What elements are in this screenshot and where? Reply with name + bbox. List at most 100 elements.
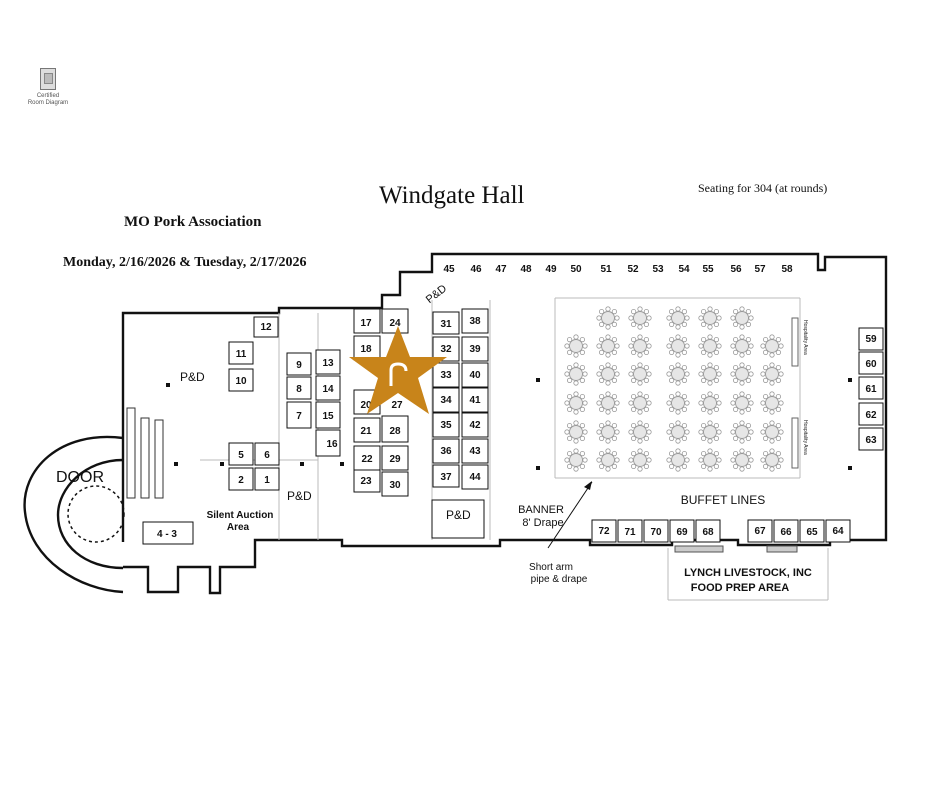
certified-diagram-icon (40, 68, 56, 90)
booth-41: 41 (469, 395, 481, 406)
booth-53: 53 (652, 264, 664, 275)
round-table (564, 362, 588, 386)
booth-67: 67 (754, 526, 766, 537)
booth-60: 60 (865, 359, 877, 370)
booth-71: 71 (624, 527, 636, 538)
round-table (596, 448, 620, 472)
booth-54: 54 (678, 264, 690, 275)
booth-36: 36 (440, 446, 452, 457)
pipe-drape-label: pipe & drape (531, 574, 588, 585)
booth-11: 11 (236, 349, 247, 360)
hall-walls (23, 252, 888, 595)
silent-auction-label: Silent Auction (207, 510, 274, 521)
partitions (200, 297, 829, 601)
booth-49: 49 (545, 264, 557, 275)
booth-1: 1 (264, 475, 270, 486)
booth-32: 32 (440, 344, 452, 355)
booth-10: 10 (235, 376, 247, 387)
booth-70: 70 (650, 527, 662, 538)
booth-boxes (142, 308, 884, 545)
round-table (730, 391, 754, 415)
booth-37: 37 (440, 472, 452, 483)
booth-61: 61 (865, 384, 877, 395)
door-rotunda (67, 485, 125, 543)
certified-label: Certified (36, 93, 60, 99)
food-prep-counters (674, 545, 798, 553)
round-table (730, 448, 754, 472)
round-table (730, 362, 754, 386)
support-columns (166, 378, 852, 470)
round-table (596, 334, 620, 358)
pd-label-west: P&D (180, 370, 205, 384)
round-table (698, 334, 722, 358)
seating-capacity: Seating for 304 (at rounds) (698, 181, 828, 195)
round-table (698, 306, 722, 330)
round-table (564, 391, 588, 415)
round-table (628, 334, 652, 358)
booth-2: 2 (238, 475, 244, 486)
banner-label: BANNER (518, 504, 564, 516)
booth-33: 33 (440, 370, 452, 381)
booth-65: 65 (806, 527, 818, 538)
booth-31: 31 (440, 319, 452, 330)
booth-21: 21 (360, 426, 372, 437)
booth-58: 58 (781, 264, 793, 275)
round-table (730, 306, 754, 330)
booth-35: 35 (440, 420, 452, 431)
silent-auction-tables (126, 407, 164, 499)
booth-45: 45 (443, 264, 455, 275)
round-table (666, 420, 690, 444)
booth-63: 63 (865, 435, 877, 446)
round-table (596, 420, 620, 444)
booth-14: 14 (322, 384, 334, 395)
round-table (628, 448, 652, 472)
round-tables (564, 306, 784, 472)
booth-34: 34 (440, 395, 452, 406)
booth-30: 30 (389, 480, 401, 491)
booth-38: 38 (469, 316, 481, 327)
star-symbol (389, 362, 408, 386)
booth-28: 28 (389, 426, 401, 437)
round-table (666, 362, 690, 386)
booth-57: 57 (754, 264, 766, 275)
booth-23: 23 (360, 476, 372, 487)
organization-name: MO Pork Association (124, 214, 262, 230)
booth-55: 55 (702, 264, 714, 275)
booth-9: 9 (296, 360, 302, 371)
round-table (698, 420, 722, 444)
booth-47: 47 (495, 264, 507, 275)
round-table (596, 306, 620, 330)
round-table (628, 420, 652, 444)
event-dates: Monday, 2/16/2026 & Tuesday, 2/17/2026 (63, 255, 307, 270)
round-table (698, 448, 722, 472)
booth-72: 72 (598, 526, 610, 537)
short-arm-arrow (547, 481, 593, 549)
round-table (760, 420, 784, 444)
round-table (666, 448, 690, 472)
round-table (666, 334, 690, 358)
booth-50: 50 (570, 264, 582, 275)
round-table (596, 362, 620, 386)
certified-diagram-badge: Certified Room Diagram (20, 68, 76, 107)
round-table (628, 391, 652, 415)
booth-59: 59 (865, 334, 877, 345)
booth-52: 52 (627, 264, 639, 275)
arrow-head (584, 481, 592, 490)
door-label: DOOR (56, 469, 104, 486)
booth-51: 51 (600, 264, 612, 275)
short-arm-label: Short arm (529, 562, 573, 573)
booth-24: 24 (389, 318, 401, 329)
hospitality-label-south: Hospitality Area (802, 420, 808, 455)
booth-39: 39 (469, 344, 481, 355)
food-prep-area-label: FOOD PREP AREA (691, 582, 789, 594)
booth-labels: 11 10 12 9 8 7 13 14 15 16 5 6 2 1 4 - 3… (157, 264, 877, 540)
drape-label: 8' Drape (522, 517, 563, 529)
room-diagram-label: Room Diagram (27, 100, 69, 106)
round-table (730, 420, 754, 444)
venue-title: Windgate Hall (379, 182, 525, 209)
round-table (564, 334, 588, 358)
round-table (666, 391, 690, 415)
silent-auction-area-label: Area (227, 522, 250, 533)
round-table (564, 448, 588, 472)
round-table (628, 306, 652, 330)
